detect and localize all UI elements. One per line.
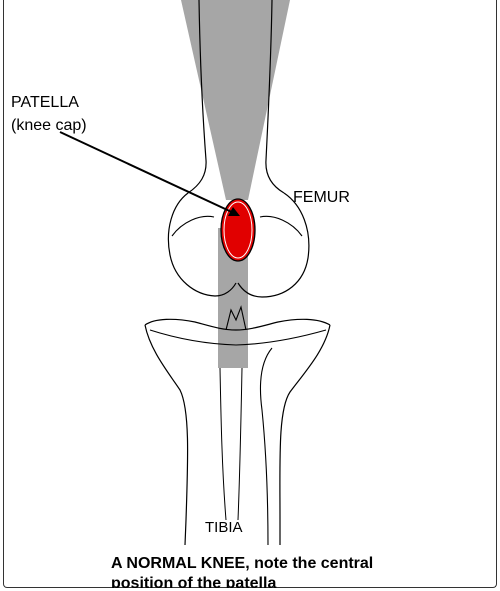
femur-inner-curve-right: [260, 216, 302, 236]
leader-line: [60, 132, 236, 214]
patella-label: PATELLA: [11, 95, 79, 111]
tibia-inner-line-right: [238, 368, 242, 520]
caption-line-1: A NORMAL KNEE, note the central: [111, 554, 431, 574]
femur-shaft-shading: [181, 0, 290, 200]
tibia-outline-left: [145, 325, 188, 545]
femur-inner-curve-left: [172, 216, 214, 236]
tibia-inner-line: [220, 368, 226, 520]
fibula-outline-left: [260, 348, 272, 545]
caption: A NORMAL KNEE, note the central position…: [111, 554, 431, 588]
femur-label: FEMUR: [293, 190, 350, 206]
tibia-label: TIBIA: [205, 520, 243, 535]
caption-line-2: position of the patella: [111, 574, 431, 588]
knee-cap-label: (knee cap): [11, 118, 87, 134]
caption-clip: A NORMAL KNEE, note the central position…: [100, 552, 440, 588]
tibia-outline-right: [280, 325, 330, 545]
